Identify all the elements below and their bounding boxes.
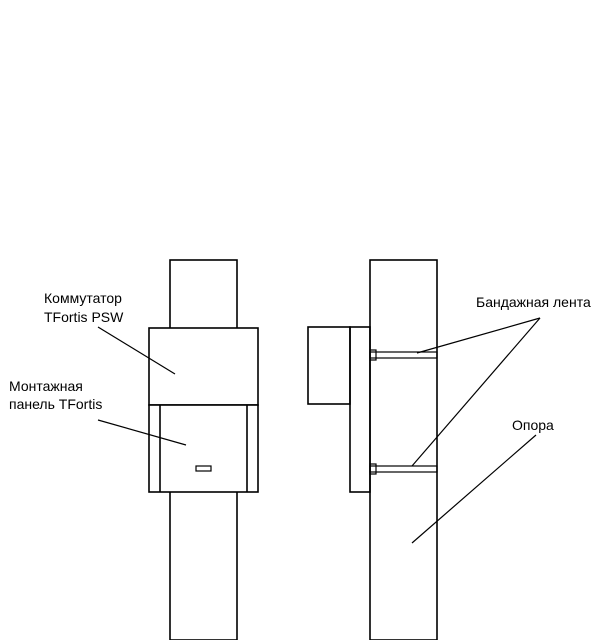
side-pole (369, 259, 438, 640)
label-panel-line2: панель TFortis (9, 396, 102, 412)
band-upper (369, 351, 438, 359)
front-switch (148, 327, 259, 406)
side-view (307, 259, 438, 640)
label-panel-line1: Монтажная (9, 378, 83, 394)
side-mounting-panel (349, 326, 371, 493)
front-mounting-panel (148, 404, 259, 493)
label-switch-line1: Коммутатор (44, 290, 122, 306)
leader-switch (97, 326, 176, 375)
leader-lines (97, 317, 541, 544)
leader-band-lower (411, 317, 541, 467)
leader-panel (97, 419, 187, 446)
band-lower (369, 465, 438, 473)
panel-slot (195, 465, 212, 472)
band-bracket-upper (369, 349, 377, 361)
front-view (148, 259, 259, 640)
label-pole: Опора (512, 417, 554, 433)
label-band: Бандажная лента (476, 294, 591, 310)
leader-band-upper (416, 317, 541, 354)
label-switch-line2: TFortis PSW (44, 309, 124, 325)
band-bracket-lower (369, 463, 377, 475)
leader-pole (411, 434, 537, 544)
side-switch (307, 326, 351, 405)
